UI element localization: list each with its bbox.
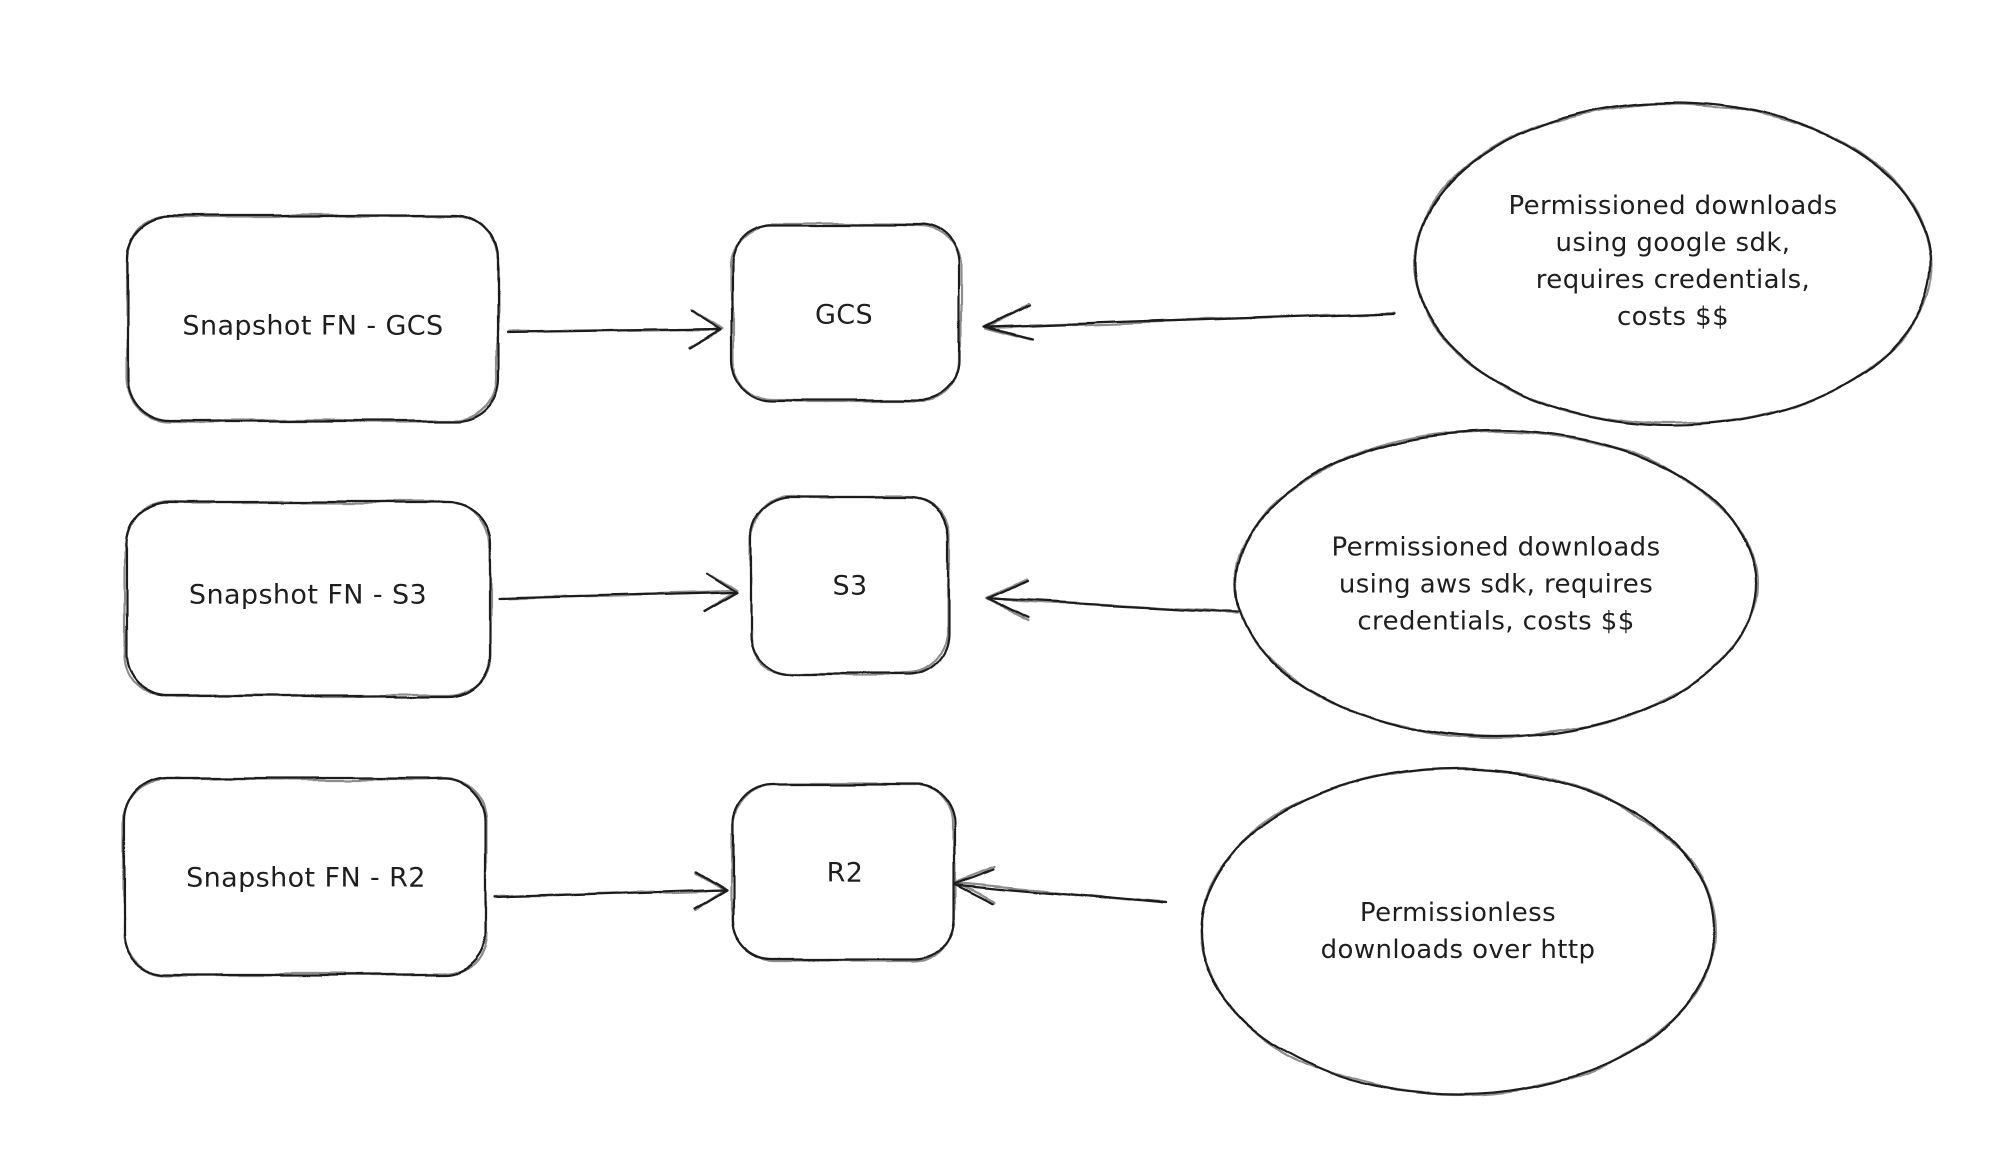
sketch-pass-overdraw bbox=[122, 101, 1933, 1096]
sketch-pass-primary bbox=[122, 101, 1933, 1096]
